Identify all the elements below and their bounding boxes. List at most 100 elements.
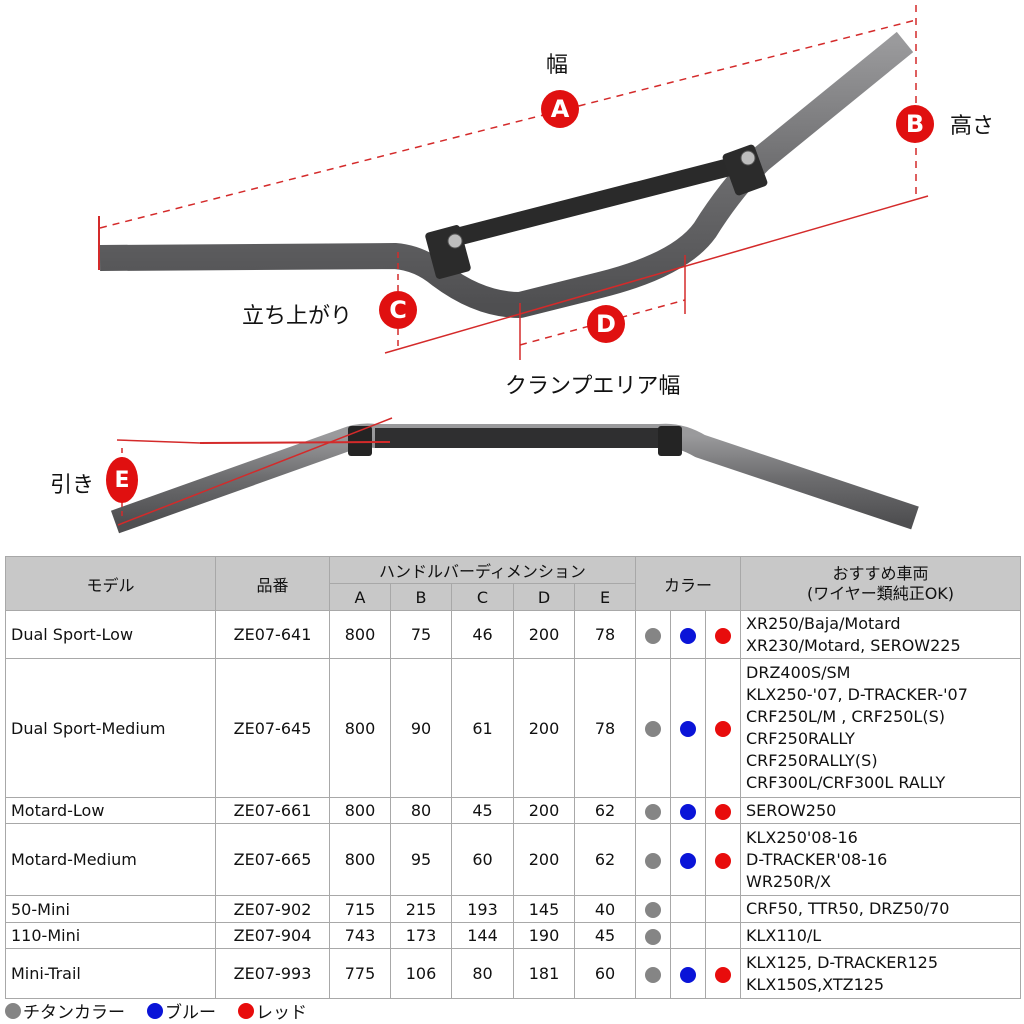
gray-color-dot-icon — [645, 803, 661, 820]
dim-b-cell: 215 — [390, 895, 452, 923]
gray-color-dot-icon — [645, 852, 661, 869]
dim-d-cell: 181 — [513, 948, 575, 999]
vehicle-name: CRF50, TTR50, DRZ50/70 — [746, 899, 950, 918]
part-number-cell: ZE07-902 — [215, 895, 330, 923]
dim-b-cell: 173 — [390, 922, 452, 949]
dim-d-cell: 145 — [513, 895, 575, 923]
dim-e-cell: 78 — [574, 610, 636, 659]
vehicles-cell: SEROW250 — [740, 797, 1021, 824]
vehicle-name: WR250R/X — [746, 871, 831, 891]
red-color-dot-icon — [238, 1002, 254, 1019]
badge-c: C — [379, 291, 417, 329]
header-dim-a: A — [329, 583, 391, 611]
color-cell-red — [705, 797, 741, 824]
legend-item-gray: チタンカラー — [5, 998, 125, 1023]
vehicles-cell: KLX110/L — [740, 922, 1021, 949]
header-vehicles-line1: おすすめ車両 — [832, 563, 929, 583]
dim-c-cell: 46 — [451, 610, 514, 659]
model-cell: Dual Sport-Low — [5, 610, 216, 659]
pullback-label: 引き — [50, 473, 95, 498]
dim-d-cell: 200 — [513, 797, 575, 824]
dim-d-cell: 200 — [513, 823, 575, 896]
rise-label: 立ち上がり — [242, 304, 353, 329]
vehicle-name: KLX250-'07, D-TRACKER-'07 — [746, 685, 968, 704]
header-dim-b: B — [390, 583, 452, 611]
vehicle-name: CRF250RALLY — [746, 729, 855, 748]
dim-b-cell: 75 — [390, 610, 452, 659]
badge-a: A — [541, 90, 579, 128]
header-vehicles-line2: (ワイヤー類純正OK) — [806, 583, 955, 603]
handlebar-dimension-diagram: 幅 A B 高さ 立ち上がり C D クランプエリア幅 引き E — [50, 5, 994, 534]
dim-a-cell: 800 — [329, 610, 391, 659]
blue-color-dot-icon — [680, 803, 696, 820]
part-number-cell: ZE07-993 — [215, 948, 330, 999]
red-color-dot-icon — [715, 966, 731, 983]
width-label: 幅 — [546, 53, 569, 78]
color-cell-gray — [635, 823, 671, 896]
gray-color-dot-icon — [645, 721, 661, 737]
dim-e-cell: 62 — [574, 823, 636, 896]
color-cell-red — [705, 610, 741, 659]
vehicle-name: KLX150S,XTZ125 — [746, 974, 885, 994]
dim-e-cell: 40 — [574, 895, 636, 923]
header-vehicles: おすすめ車両 (ワイヤー類純正OK) — [740, 556, 1021, 611]
dim-d-cell: 200 — [513, 610, 575, 659]
clamp-area-width-label: クランプエリア幅 — [505, 374, 681, 399]
model-cell: 110-Mini — [5, 922, 216, 949]
part-number-cell: ZE07-641 — [215, 610, 330, 659]
gray-color-dot-icon — [5, 1002, 21, 1019]
gray-color-dot-icon — [645, 928, 661, 945]
color-cell-red — [705, 895, 741, 923]
dim-a-cell: 800 — [329, 658, 391, 798]
dim-c-cell: 60 — [451, 823, 514, 896]
part-number-cell: ZE07-661 — [215, 797, 330, 824]
color-cell-blue — [670, 948, 706, 999]
color-cell-red — [705, 922, 741, 949]
color-cell-blue — [670, 658, 706, 798]
dim-b-cell: 80 — [390, 797, 452, 824]
part-number-cell: ZE07-645 — [215, 658, 330, 798]
dim-b-cell: 90 — [390, 658, 452, 798]
badge-e: E — [106, 457, 138, 503]
color-cell-red — [705, 658, 741, 798]
dim-a-cell: 715 — [329, 895, 391, 923]
dim-b-cell: 106 — [390, 948, 452, 999]
blue-color-dot-icon — [680, 966, 696, 983]
color-cell-blue — [670, 610, 706, 659]
blue-color-dot-icon — [680, 627, 696, 644]
vehicle-name: SEROW250 — [746, 800, 837, 820]
dim-a-cell: 743 — [329, 922, 391, 949]
dim-d-cell: 200 — [513, 658, 575, 798]
dim-a-cell: 775 — [329, 948, 391, 999]
dim-a-cell: 800 — [329, 823, 391, 896]
legend-label: チタンカラー — [23, 1003, 125, 1023]
dim-e-cell: 62 — [574, 797, 636, 824]
color-cell-blue — [670, 922, 706, 949]
header-dim-e: E — [574, 583, 636, 611]
color-cell-red — [705, 948, 741, 999]
model-cell: Motard-Low — [5, 797, 216, 824]
legend-item-blue: ブルー — [147, 998, 216, 1023]
vehicles-cell: CRF50, TTR50, DRZ50/70 — [740, 895, 1021, 923]
dim-e-cell: 60 — [574, 948, 636, 999]
legend-label: レッド — [256, 1003, 307, 1023]
color-cell-red — [705, 823, 741, 896]
header-dim-d: D — [513, 583, 575, 611]
blue-color-dot-icon — [147, 1002, 163, 1019]
header-dimensions: ハンドルバーディメンション — [329, 556, 636, 584]
spec-table: モデル 品番 ハンドルバーディメンション カラー おすすめ車両 (ワイヤー類純正… — [5, 556, 1021, 999]
header-color: カラー — [635, 556, 741, 611]
gray-color-dot-icon — [645, 966, 661, 983]
badge-b: B — [896, 105, 934, 143]
dimension-lines-top — [98, 5, 929, 360]
vehicle-name: KLX110/L — [746, 925, 822, 945]
color-cell-blue — [670, 823, 706, 896]
gray-color-dot-icon — [645, 902, 661, 918]
legend-item-red: レッド — [238, 998, 307, 1023]
red-color-dot-icon — [715, 721, 731, 737]
